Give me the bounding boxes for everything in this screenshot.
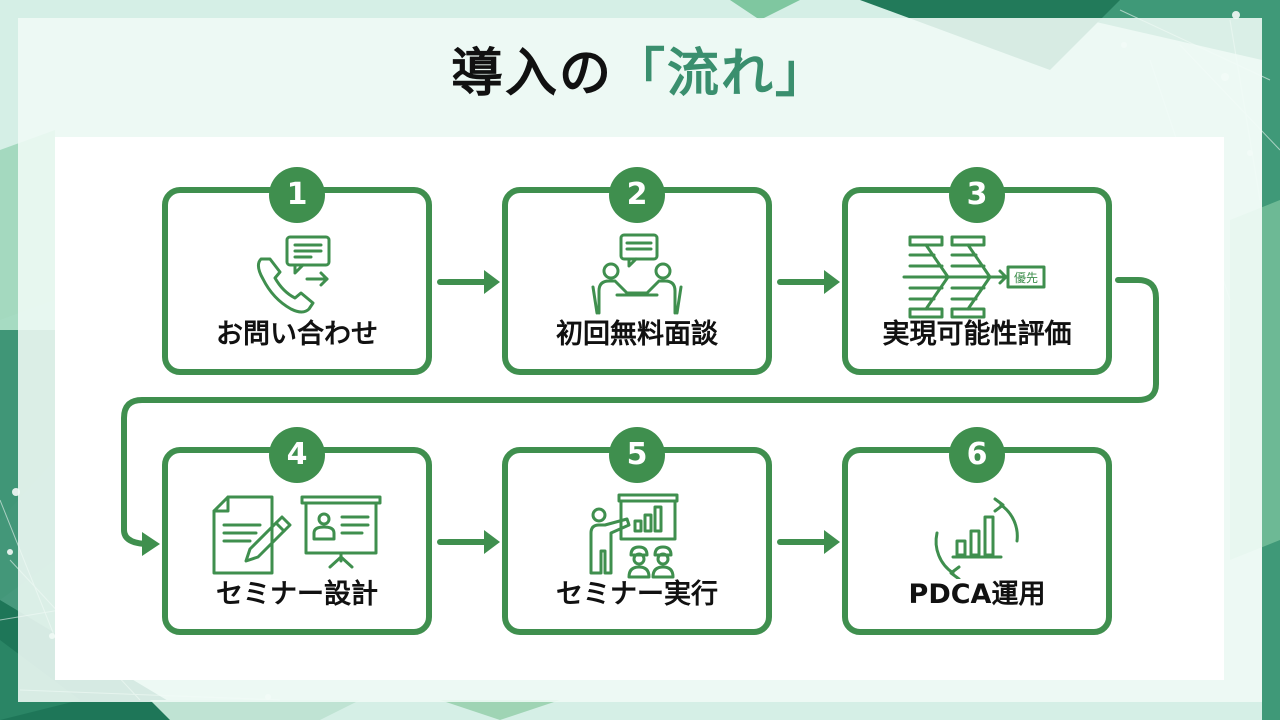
presenter-audience-icon <box>589 493 679 579</box>
document-presentation-icon <box>212 495 382 575</box>
step-label: 実現可能性評価 <box>882 319 1072 350</box>
step-label: セミナー実行 <box>556 579 718 610</box>
arrowhead-5-6 <box>824 530 840 554</box>
cycle-chart-icon <box>934 497 1019 579</box>
arrowhead-4-5 <box>484 530 500 554</box>
step-number-badge: 4 <box>269 427 325 483</box>
fishbone-diagram-icon: 優先 <box>902 235 1046 319</box>
arrowhead-1-2 <box>484 270 500 294</box>
phone-chat-icon <box>256 235 331 314</box>
step-number-badge: 3 <box>949 167 1005 223</box>
step-label: セミナー設計 <box>216 579 378 610</box>
step-label: PDCA運用 <box>908 579 1046 610</box>
title-accent: 「流れ」 <box>613 44 830 104</box>
step-card-6: 6 PDCA運用 <box>842 427 1112 635</box>
fishbone-priority-text: 優先 <box>1014 271 1038 285</box>
connector-3-4 <box>121 277 1159 547</box>
step-card-5: 5 セミナー実行 <box>502 427 772 635</box>
step-label: お問い合わせ <box>216 319 378 350</box>
step-card-3: 3 優先 実現可能性評価 <box>842 167 1112 375</box>
arrowhead-3-4 <box>142 532 160 556</box>
step-number-badge: 2 <box>609 167 665 223</box>
step-card-1: 1 お問い合わせ <box>162 167 432 375</box>
step-card-4: 4 セミナー設計 <box>162 427 432 635</box>
page-title: 導入の「流れ」 <box>0 38 1280 110</box>
step-number-badge: 1 <box>269 167 325 223</box>
step-label: 初回無料面談 <box>556 319 718 350</box>
step-number-badge: 5 <box>609 427 665 483</box>
arrowhead-2-3 <box>824 270 840 294</box>
step-card-2: 2 初回無料面談 <box>502 167 772 375</box>
title-main: 導入の <box>450 44 613 104</box>
meeting-icon <box>591 233 683 315</box>
step-number-badge: 6 <box>949 427 1005 483</box>
